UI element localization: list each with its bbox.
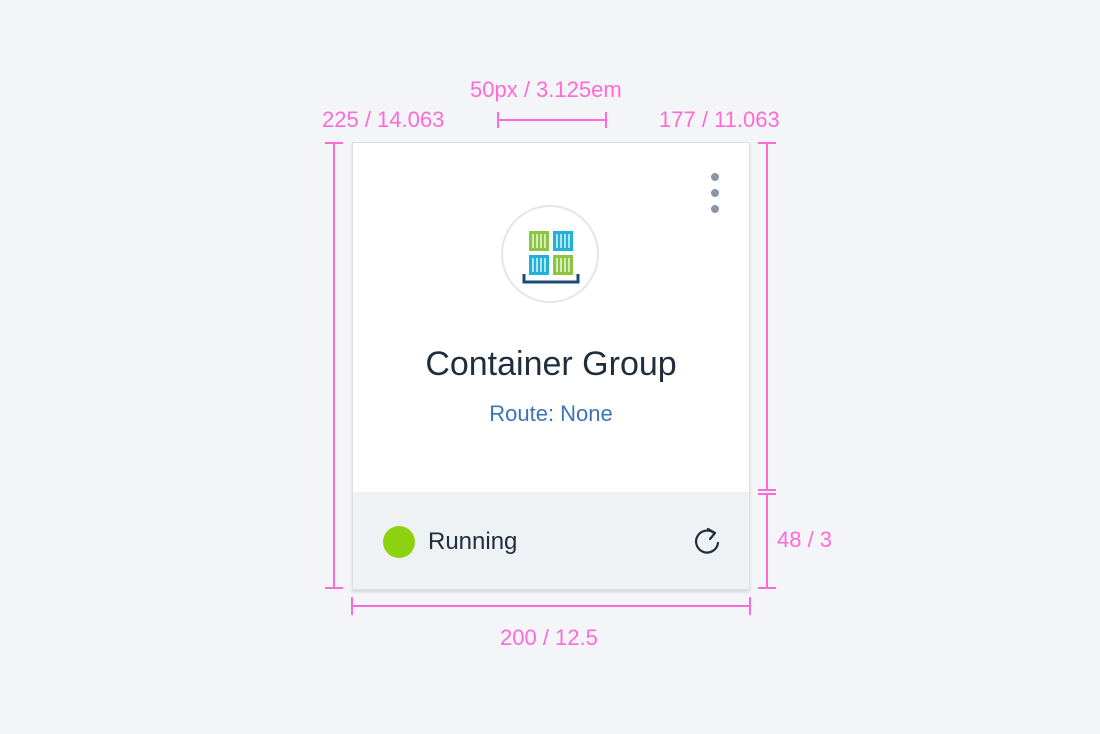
app-icon-container (501, 205, 599, 303)
annotation-card-width: 200 / 12.5 (500, 625, 598, 650)
overflow-menu-icon[interactable] (703, 171, 727, 215)
status-label: Running (428, 528, 518, 555)
annotation-body-height: 177 / 11.063 (659, 107, 780, 132)
card-body: Container Group Route: None (353, 143, 749, 493)
card-title: Container Group (425, 345, 677, 383)
card-footer: Running (353, 492, 749, 589)
annotation-top-width: 50px / 3.125em (470, 77, 622, 102)
annotation-card-height: 225 / 14.063 (322, 107, 445, 132)
status-dot-icon (383, 526, 415, 558)
container-group-card[interactable]: Container Group Route: None Running (352, 142, 750, 590)
route-label[interactable]: Route: None (489, 401, 613, 426)
container-group-icon (522, 231, 580, 284)
annotation-footer-height: 48 / 3 (777, 527, 833, 552)
refresh-icon[interactable] (691, 524, 723, 558)
